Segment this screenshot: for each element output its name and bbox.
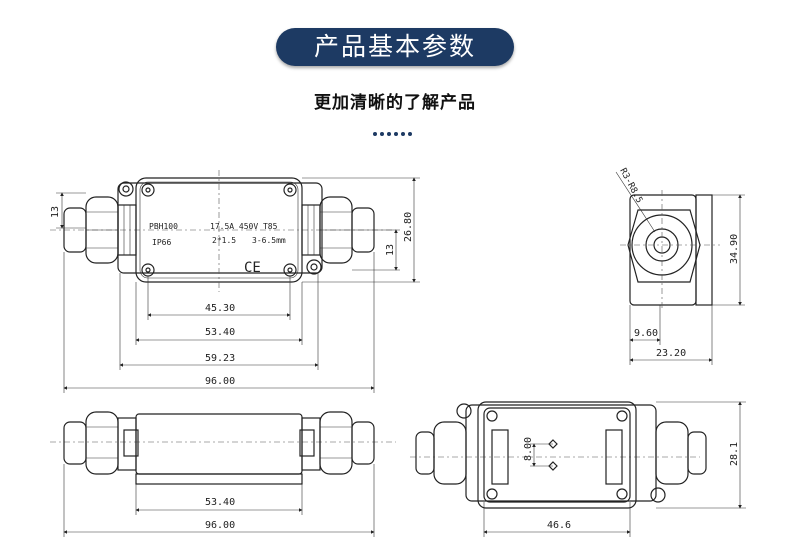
page-subtitle: 更加清晰的了解产品 — [314, 93, 476, 113]
dim-radius: R3-R8.5 — [617, 167, 644, 205]
open-view: 8.00 28.1 46.6 — [410, 401, 746, 537]
cable-label: 3-6.5mm — [252, 236, 286, 245]
dim-96-00: 96.00 — [205, 376, 235, 387]
bottom-view: 53.40 96.00 — [50, 411, 396, 537]
dim-59-23: 59.23 — [205, 353, 235, 364]
dim-28-1: 28.1 — [729, 442, 740, 466]
dim-53-40: 53.40 — [205, 327, 235, 338]
dim-bottom-53-40: 53.40 — [205, 497, 235, 508]
page-title: 产品基本参数 — [313, 32, 476, 61]
dim-23-20: 23.20 — [656, 348, 686, 359]
rating-label: 17.5A 450V T85 — [210, 222, 278, 231]
dim-8-00: 8.00 — [523, 437, 534, 461]
dim-13-left: 13 — [50, 206, 61, 218]
model-label: PBH100 — [149, 222, 178, 231]
dim-46-6: 46.6 — [547, 520, 571, 531]
dim-45-30: 45.30 — [205, 303, 235, 314]
ce-mark: CE — [244, 260, 261, 276]
dim-13-right: 13 — [385, 244, 396, 256]
dim-bottom-96-00: 96.00 — [205, 520, 235, 531]
front-view: PBH100 17.5A 450V T85 IP66 2*1.5 3-6.5mm… — [50, 170, 420, 393]
ip-label: IP66 — [152, 238, 171, 247]
dim-26-80: 26.80 — [403, 212, 414, 242]
side-view: R3-R8.5 34.90 9.60 23.20 — [615, 167, 745, 365]
dim-34-90: 34.90 — [729, 234, 740, 264]
title-banner: 产品基本参数 — [276, 28, 514, 66]
dim-9-60: 9.60 — [634, 328, 658, 339]
wire-label: 2*1.5 — [212, 236, 236, 245]
decorative-dots — [373, 121, 417, 136]
